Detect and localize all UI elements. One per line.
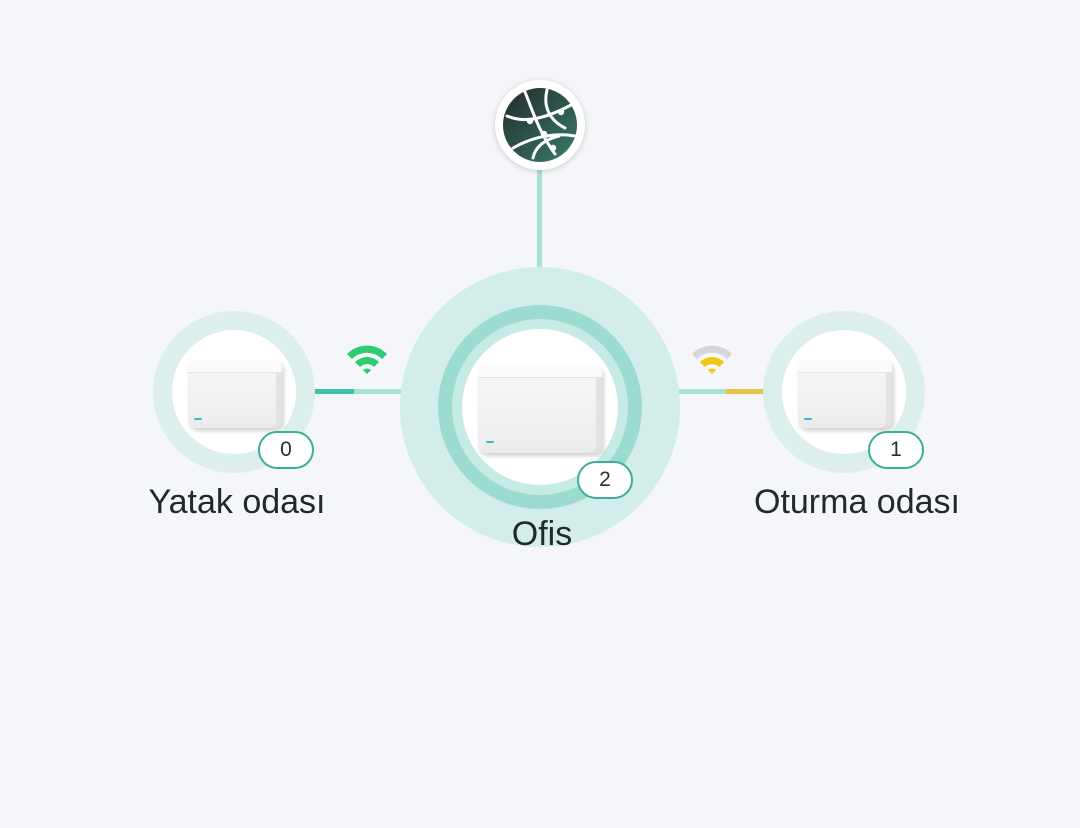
wifi-medium-icon bbox=[692, 345, 732, 374]
router-icon bbox=[798, 360, 892, 428]
node-ofis[interactable] bbox=[462, 329, 618, 485]
client-count-badge-right[interactable]: 1 bbox=[868, 431, 924, 469]
globe-icon bbox=[503, 88, 577, 162]
internet-node[interactable] bbox=[495, 80, 585, 170]
router-icon bbox=[188, 360, 282, 428]
client-count-badge-left[interactable]: 0 bbox=[258, 431, 314, 469]
client-count-badge-main[interactable]: 2 bbox=[577, 461, 633, 499]
right-backhaul-line bbox=[600, 389, 780, 394]
node-label-main: Ofis bbox=[511, 515, 573, 553]
uplink-line bbox=[537, 168, 542, 328]
node-oturma-odasi[interactable] bbox=[782, 330, 906, 454]
left-backhaul-line bbox=[300, 389, 480, 394]
left-backhaul-line-active bbox=[300, 389, 354, 394]
node-label-left: Yatak odası bbox=[148, 483, 326, 521]
node-label-right: Oturma odası bbox=[754, 483, 960, 521]
wifi-strong-icon bbox=[347, 345, 387, 374]
router-icon bbox=[478, 365, 602, 453]
right-backhaul-line-weak bbox=[726, 389, 778, 394]
